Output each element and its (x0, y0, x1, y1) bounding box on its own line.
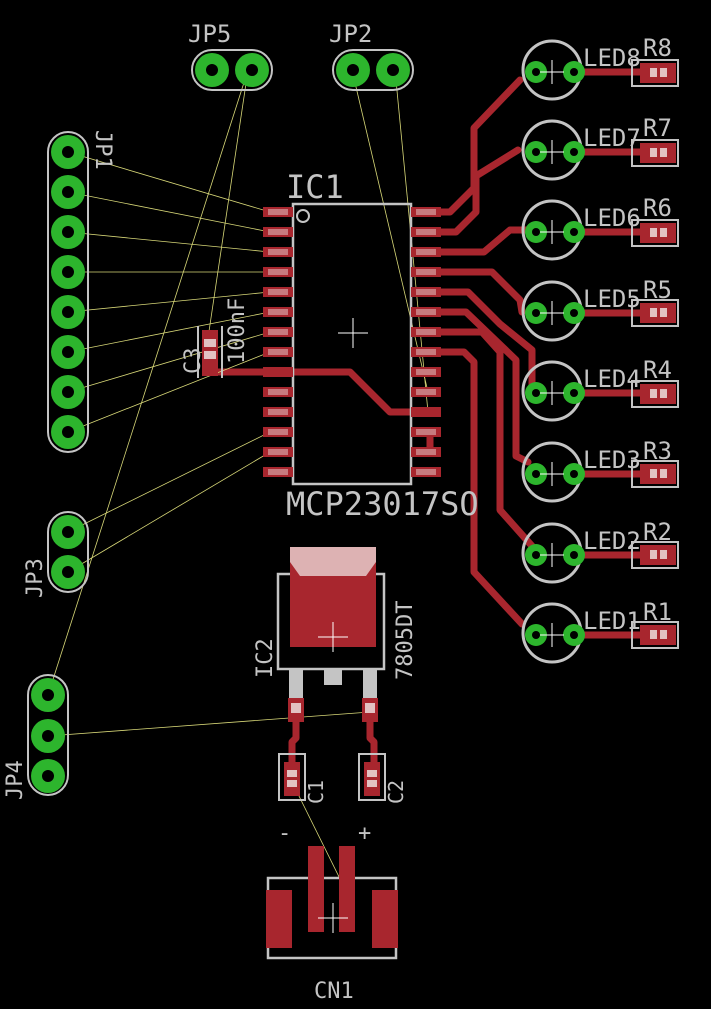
led3 (521, 441, 585, 503)
label-led2: LED2 (583, 527, 641, 555)
trace-led5 (426, 268, 526, 316)
label-r8: R8 (643, 34, 672, 62)
jp2-header (332, 49, 414, 91)
label-cn1: CN1 (314, 979, 354, 1004)
r3 (631, 460, 679, 488)
led6 (521, 199, 585, 261)
label-led1: LED1 (583, 607, 641, 635)
r8 (631, 59, 679, 87)
led2 (521, 522, 585, 584)
trace-led3 (426, 308, 532, 466)
label-ic1-value: MCP23017SO (286, 485, 479, 523)
label-led3: LED3 (583, 446, 641, 474)
label-jp1: JP1 (90, 130, 115, 170)
label-r6: R6 (643, 194, 672, 222)
resistors (631, 59, 679, 649)
label-c1: C1 (304, 780, 328, 804)
jp1-header (47, 131, 89, 453)
leds (521, 39, 585, 664)
label-led8: LED8 (583, 44, 641, 72)
r2 (631, 541, 679, 569)
label-led6: LED6 (583, 204, 641, 232)
label-ic2-value: 7805DT (393, 601, 418, 680)
c2-capacitor (358, 753, 386, 801)
label-led7: LED7 (583, 124, 641, 152)
label-led4: LED4 (583, 365, 641, 393)
label-cn1-minus: - (278, 821, 291, 846)
led1 (521, 602, 585, 664)
label-ic1: IC1 (286, 168, 344, 206)
label-c3: C3 (181, 348, 206, 375)
ic1-package (263, 202, 441, 486)
r6 (631, 219, 679, 247)
led4 (521, 360, 585, 422)
c3-capacitor (197, 326, 223, 378)
r4 (631, 380, 679, 408)
label-led5: LED5 (583, 285, 641, 313)
r1 (631, 621, 679, 649)
trace-led1 (426, 348, 526, 628)
label-r7: R7 (643, 114, 672, 142)
trace-ic2-c2 (366, 708, 378, 778)
r7 (631, 139, 679, 167)
jp3-header (47, 511, 89, 593)
silkscreen-labels: JP5 JP2 JP1 JP3 JP4 IC1 MCP23017SO C3 10… (3, 20, 672, 1004)
trace-led7 (426, 146, 522, 236)
label-c3-value: 100nF (225, 298, 250, 364)
label-jp5: JP5 (188, 20, 231, 48)
led7 (521, 119, 585, 181)
label-r2: R2 (643, 518, 672, 546)
label-ic2: IC2 (253, 638, 278, 678)
label-cn1-plus: + (358, 821, 371, 846)
r5 (631, 299, 679, 327)
trace-led6 (426, 226, 532, 256)
ic2-regulator (276, 547, 386, 722)
led8 (521, 39, 585, 101)
trace-ic2-c1 (288, 708, 300, 778)
label-r5: R5 (643, 276, 672, 304)
headers (27, 49, 414, 796)
jp5-header (191, 49, 273, 91)
trace-led4 (426, 288, 536, 390)
trace-led2 (426, 328, 536, 550)
label-jp4: JP4 (3, 760, 28, 800)
jp4-header (27, 674, 69, 796)
label-jp2: JP2 (329, 20, 372, 48)
label-c2: C2 (384, 780, 408, 804)
label-r3: R3 (643, 437, 672, 465)
label-r1: R1 (643, 598, 672, 626)
cn1-connector (266, 846, 398, 960)
label-r4: R4 (643, 356, 672, 384)
c1-capacitor (278, 753, 306, 801)
label-jp3: JP3 (23, 558, 48, 598)
led5 (521, 280, 585, 342)
